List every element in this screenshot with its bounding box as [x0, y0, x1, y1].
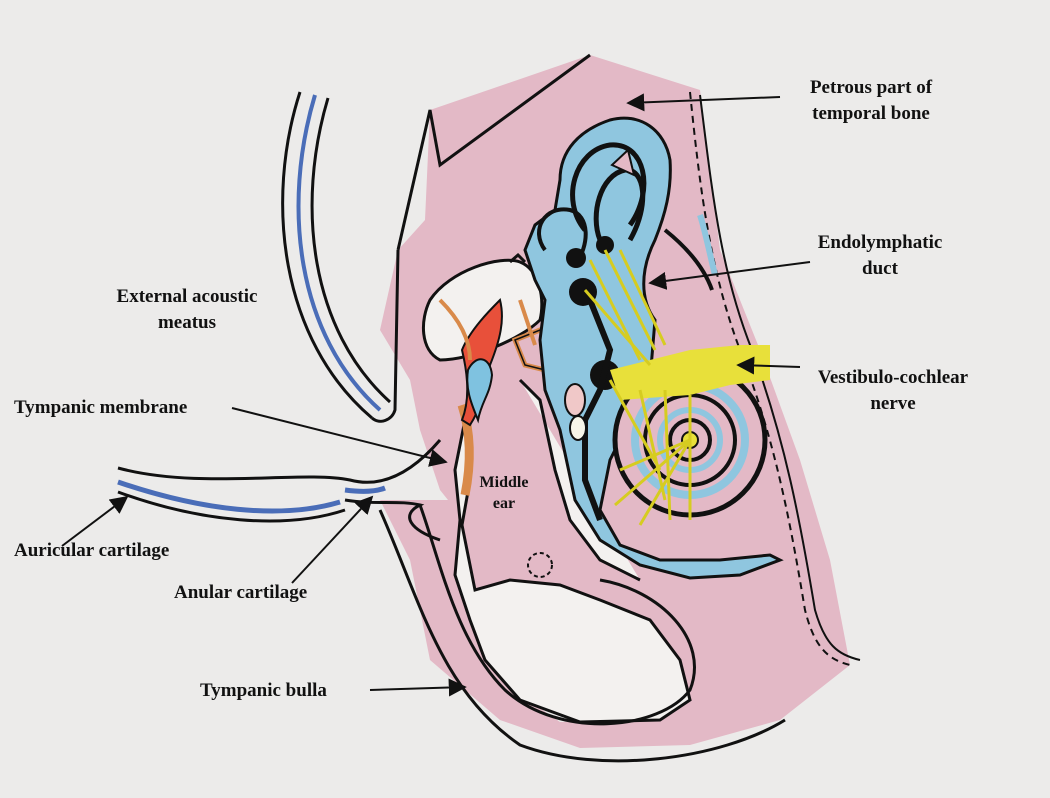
label-petrous: Petrous part of temporal bone: [786, 75, 956, 127]
label-external-meatus: External acoustic meatus: [92, 284, 282, 336]
arrow-tympanic-membrane: [232, 408, 446, 462]
label-endolymphatic-line2: duct: [800, 256, 960, 282]
label-petrous-line2: temporal bone: [786, 101, 956, 127]
ampulla-1: [566, 248, 586, 268]
label-external-line1: External acoustic: [92, 284, 282, 310]
label-vestibulo-cochlear: Vestibulo-cochlear nerve: [798, 365, 988, 417]
label-middle-ear-line2: ear: [468, 493, 540, 514]
arrow-tympanic-bulla: [370, 687, 465, 690]
anular-cartilage-blue: [345, 488, 385, 491]
label-endolymphatic: Endolymphatic duct: [800, 230, 960, 282]
label-middle-ear-line1: Middle: [468, 472, 540, 493]
label-endolymphatic-line1: Endolymphatic: [800, 230, 960, 256]
external-meatus-wall-inner: [312, 98, 390, 402]
label-vestibulo-line2: nerve: [798, 391, 988, 417]
label-tympanic-membrane: Tympanic membrane: [14, 395, 187, 421]
label-anular-cartilage: Anular cartilage: [174, 580, 307, 606]
label-petrous-line1: Petrous part of: [786, 75, 956, 101]
external-meatus-wall-blue: [299, 95, 380, 410]
round-window: [570, 416, 586, 440]
label-middle-ear: Middle ear: [468, 472, 540, 514]
label-external-line2: meatus: [92, 310, 282, 336]
label-auricular-cartilage: Auricular cartilage: [14, 538, 169, 564]
oval-window: [565, 384, 585, 416]
auricular-cartilage-blue: [118, 482, 340, 511]
label-tympanic-bulla: Tympanic bulla: [200, 678, 327, 704]
canal-upper-wall: [118, 440, 440, 482]
label-vestibulo-line1: Vestibulo-cochlear: [798, 365, 988, 391]
